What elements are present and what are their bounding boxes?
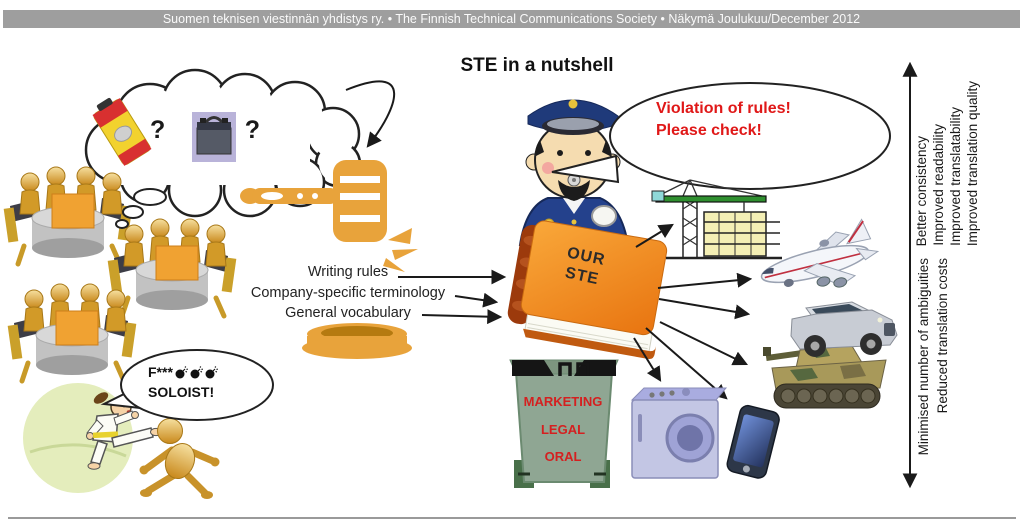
- source-line-terminology: Company-specific terminology: [250, 284, 446, 301]
- ste-sources-list: Writing rules Company-specific terminolo…: [228, 262, 468, 324]
- writers-team-1: [4, 167, 133, 264]
- benefit-consistency: Better consistency: [914, 135, 929, 246]
- benefit-ambiguities: Minimised number of ambiguities: [916, 258, 931, 456]
- police-warning-text: Violation of rules! Please check!: [656, 98, 791, 142]
- benefits-top-labels: Better consistency Improved readability …: [914, 81, 981, 246]
- bomb-icon: [190, 365, 203, 378]
- construction-crane-icon: [651, 179, 782, 260]
- cloud-question-marks: ? ?: [150, 116, 260, 145]
- footer-divider: [8, 517, 1016, 519]
- discard-bin-icon: [509, 359, 619, 488]
- source-line-writing-rules: Writing rules: [307, 264, 389, 280]
- thought-trail: [115, 188, 167, 229]
- our-ste-book-icon: [507, 220, 668, 359]
- book-to-product-arrows: [633, 223, 753, 400]
- bin-label-marketing: MARKETING: [523, 394, 603, 409]
- bin-label-oral: ORAL: [544, 449, 582, 464]
- smartphone-icon: [726, 404, 780, 479]
- police-speech-bubble: [551, 82, 891, 190]
- bin-discard-labels: MARKETING LEGAL ORAL: [512, 388, 614, 471]
- source-line-vocabulary: General vocabulary: [285, 305, 411, 321]
- soloist-speech-bubble: [100, 349, 274, 421]
- bin-label-legal: LEGAL: [540, 421, 586, 437]
- soloist-bubble-text: F*** SOLOIST!: [148, 362, 218, 402]
- writers-team-3: [8, 284, 137, 381]
- airplane-icon: [760, 218, 880, 288]
- soloist-curse-text: F***: [148, 364, 173, 380]
- suv-car-icon: [790, 301, 898, 357]
- car-battery-icon: [192, 112, 236, 162]
- benefits-bottom-labels: Minimised number of ambiguities Reduced …: [916, 258, 951, 455]
- question-mark-2: ?: [244, 116, 260, 144]
- bomb-icon: [175, 365, 188, 378]
- source-arrows: [398, 269, 507, 325]
- writers-team-2: [108, 219, 237, 316]
- aa-battery-icon: [92, 97, 152, 166]
- soloist-figure: [139, 418, 220, 499]
- soloist-shout-text: SOLOIST!: [148, 384, 215, 400]
- karate-kick-illustration: [23, 383, 162, 493]
- bomb-icon: [205, 365, 218, 378]
- benefit-translation-costs: Reduced translation costs: [935, 258, 950, 414]
- benefit-translatability: Improved translatability: [948, 107, 963, 246]
- page-title: STE in a nutshell: [460, 55, 614, 76]
- police-warning-line-1: Violation of rules!: [656, 100, 791, 117]
- tank-icon: [763, 345, 887, 409]
- benefit-readability: Improved readability: [931, 124, 946, 246]
- washing-machine-icon: [630, 387, 728, 479]
- cloud-to-gavel-arrow: [345, 80, 396, 148]
- police-warning-line-2: Please check!: [656, 122, 762, 139]
- newsletter-banner: Suomen teknisen viestinnän yhdistys ry. …: [3, 10, 1020, 28]
- gavel-icon: [240, 160, 418, 359]
- benefit-translation-quality: Improved translation quality: [965, 80, 980, 246]
- question-mark-1: ?: [150, 116, 166, 144]
